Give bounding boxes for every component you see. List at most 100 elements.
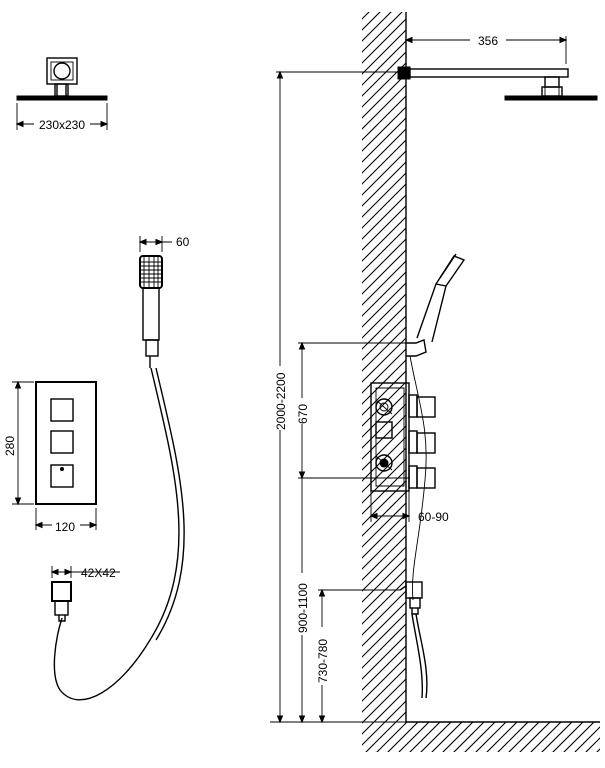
hatch-line xyxy=(362,12,481,752)
hatch-line xyxy=(362,12,492,752)
hatch-line xyxy=(362,12,600,752)
hatch-line xyxy=(537,12,600,752)
hatch-line xyxy=(581,12,600,752)
valve-depth-label: 60-90 xyxy=(418,510,449,524)
hatch-line xyxy=(362,12,600,752)
hatch-line xyxy=(0,0,227,768)
outlet-side-view xyxy=(399,581,428,699)
control-panel-front-view: 280 120 xyxy=(3,380,98,534)
hatch-line xyxy=(362,12,600,752)
hatch-line xyxy=(362,12,600,752)
hatch-line xyxy=(548,12,600,752)
hatch-line xyxy=(362,12,600,752)
hatch-line xyxy=(362,12,393,752)
hatch-line xyxy=(0,0,172,768)
hatch-line xyxy=(438,12,600,752)
hatch-line xyxy=(460,12,600,752)
hatch-line xyxy=(362,12,600,752)
hatch-line xyxy=(0,0,150,768)
hand-shower-detail: 60 xyxy=(53,235,190,701)
hatch-line xyxy=(405,12,600,752)
hatch-line xyxy=(559,12,600,752)
hatch-line xyxy=(362,12,600,752)
hatch-line xyxy=(0,0,348,768)
hatch-line xyxy=(362,12,600,752)
rain-head-top-view: 230x230 xyxy=(15,57,109,132)
hatch-line xyxy=(416,12,600,752)
hatch-line xyxy=(471,12,600,752)
hatch-line xyxy=(0,0,205,768)
hatch-line xyxy=(362,12,536,752)
wall-outlet-detail: 42X42 xyxy=(50,566,120,622)
hatch-line xyxy=(0,0,216,768)
panel-height-label: 280 xyxy=(3,436,17,456)
hatch-line xyxy=(427,12,600,752)
handshower-width-label: 60 xyxy=(176,235,190,249)
hatch-line xyxy=(493,12,600,752)
hatch-line xyxy=(362,12,600,752)
hatch-line xyxy=(362,12,415,752)
hatch-line xyxy=(362,12,404,752)
hatch-line xyxy=(362,12,525,752)
hatch-line xyxy=(362,12,600,752)
head-height-label: 2000-2200 xyxy=(274,372,288,430)
head-size-label: 230x230 xyxy=(39,118,85,132)
hatch-line xyxy=(362,12,514,752)
hatch-line xyxy=(362,12,580,752)
hatch-line xyxy=(362,12,600,752)
hatch-line xyxy=(0,0,271,768)
rain-head-side-view: 356 xyxy=(397,33,598,101)
hatch-line xyxy=(362,12,600,752)
hatch-line xyxy=(526,12,600,752)
hatch-line xyxy=(362,12,600,752)
hatch-line xyxy=(362,12,600,752)
hatch-line xyxy=(362,12,448,752)
handshower-side-view xyxy=(406,253,466,601)
hatch-line xyxy=(0,0,260,768)
hatch-line xyxy=(362,12,426,752)
valve-side-view: 60-90 xyxy=(369,382,449,524)
vertical-dimension-lines: 2000-2200 670 900-1100 730-780 xyxy=(270,70,410,724)
hatch-line xyxy=(504,12,600,752)
valve-height-label: 900-1100 xyxy=(296,583,310,633)
hatch-line xyxy=(362,12,600,752)
hatch-line xyxy=(0,0,183,768)
hatch-line xyxy=(0,0,249,768)
hatch-line xyxy=(383,12,600,752)
hatch-line xyxy=(362,12,600,752)
hatch-line xyxy=(362,12,600,752)
hatch-line xyxy=(362,12,600,752)
hatch-line xyxy=(372,12,600,752)
hatch-line xyxy=(592,12,600,752)
hatch-line xyxy=(362,12,600,752)
outlet-size-label: 42X42 xyxy=(81,566,116,580)
hatch-line xyxy=(0,0,359,768)
panel-width-label: 120 xyxy=(55,520,75,534)
hatch-line xyxy=(362,12,600,752)
holder-offset-label: 670 xyxy=(296,404,310,424)
hatch-line xyxy=(362,12,600,752)
hatch-line xyxy=(0,0,304,768)
hatch-line xyxy=(362,12,600,752)
hatch-line xyxy=(0,0,161,768)
hatch-line xyxy=(449,12,600,752)
outlet-height-label: 730-780 xyxy=(316,639,330,683)
